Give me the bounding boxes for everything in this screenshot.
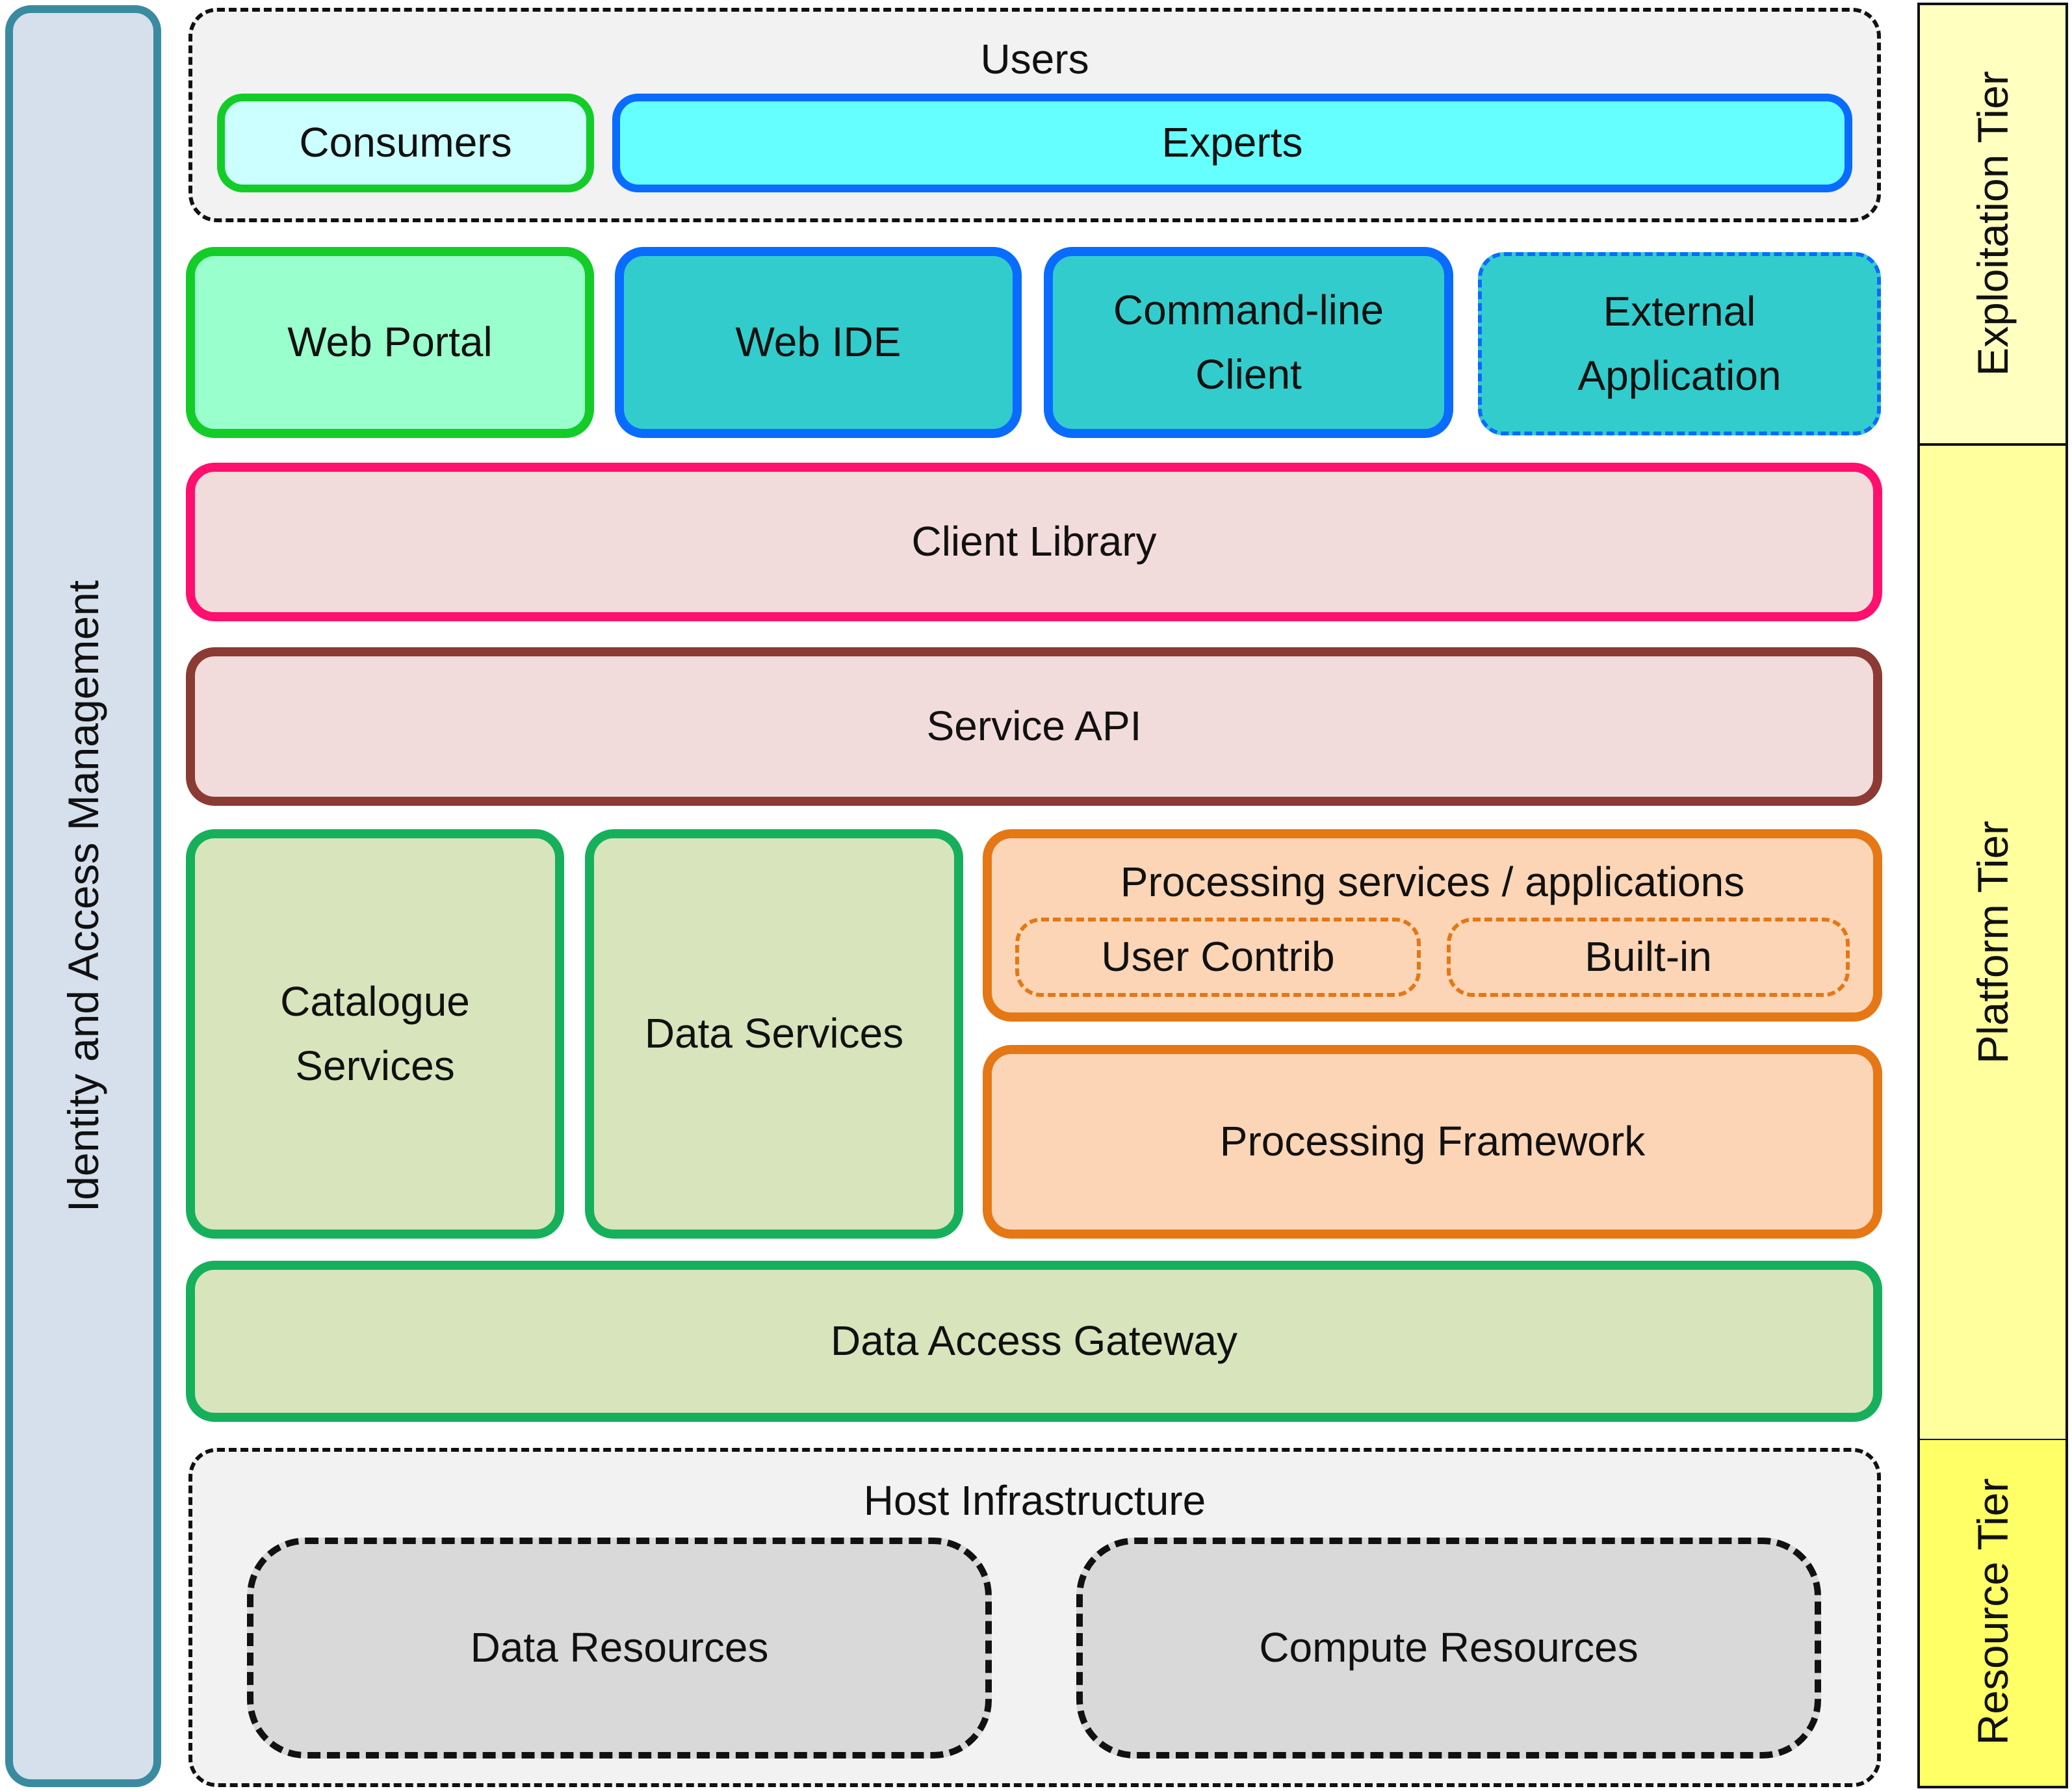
data-resources-box: Data Resources bbox=[247, 1538, 992, 1759]
processing-framework-box: Processing Framework bbox=[983, 1045, 1882, 1239]
user-contrib-box: User Contrib bbox=[1015, 918, 1421, 997]
tier-platform bbox=[1917, 443, 2068, 1441]
host-infrastructure-title: Host Infrastructure bbox=[863, 1477, 1206, 1524]
catalogue-services-box: Catalogue Services bbox=[186, 829, 564, 1239]
client-library-box: Client Library bbox=[186, 463, 1882, 621]
data-access-gateway-box: Data Access Gateway bbox=[186, 1261, 1882, 1422]
processing-services-title: Processing services / applications bbox=[1120, 858, 1745, 905]
service-api-box: Service API bbox=[186, 647, 1882, 806]
built-in-box: Built-in bbox=[1447, 918, 1850, 997]
tier-resource-label: Resource Tier bbox=[1969, 1478, 2017, 1746]
web-portal-box: Web Portal bbox=[186, 247, 594, 438]
tier-exploitation-label: Exploitation Tier bbox=[1969, 71, 2017, 376]
users-title: Users bbox=[980, 36, 1089, 83]
tier-exploitation bbox=[1917, 3, 2068, 445]
identity-access-management-label: Identity and Access Management bbox=[59, 580, 107, 1213]
command-line-client-box: Command-line Client bbox=[1044, 247, 1453, 438]
data-services-box: Data Services bbox=[585, 829, 963, 1239]
consumers-box: Consumers bbox=[217, 94, 594, 192]
experts-box: Experts bbox=[612, 94, 1852, 192]
processing-services-box: Processing services / applications bbox=[983, 829, 1882, 1022]
tier-platform-label: Platform Tier bbox=[1969, 820, 2017, 1064]
identity-access-management-panel bbox=[5, 5, 161, 1787]
tier-resource bbox=[1917, 1440, 2068, 1788]
compute-resources-box: Compute Resources bbox=[1076, 1538, 1821, 1759]
web-ide-box: Web IDE bbox=[615, 247, 1022, 438]
external-application-box: External Application bbox=[1478, 252, 1881, 435]
